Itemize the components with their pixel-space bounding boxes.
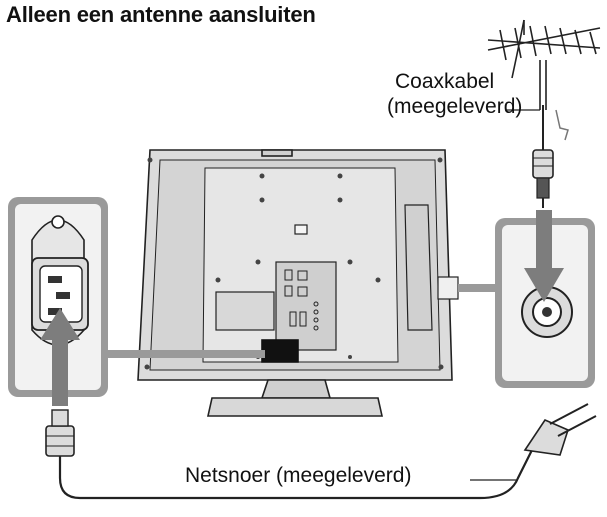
tv-rear-view	[137, 149, 459, 417]
antenna	[487, 19, 601, 110]
diagram-title: Alleen een antenne aansluiten	[6, 2, 316, 27]
coax-cable	[532, 105, 554, 208]
power-inlet-inset	[8, 197, 108, 397]
coax-cable-label-line2: (meegeleverd)	[387, 95, 523, 118]
inset-connector-left	[107, 350, 265, 358]
insert-arrow-down	[524, 210, 564, 302]
cable-down-arrow	[555, 109, 569, 141]
inset-connector-right	[458, 284, 498, 292]
mains-cable-label: Netsnoer (meegeleverd)	[185, 464, 412, 487]
insert-arrow-up	[40, 308, 80, 406]
mains-cable	[45, 403, 597, 500]
antenna-input-inset	[495, 218, 595, 388]
coax-cable-label-line1: Coaxkabel	[395, 70, 495, 93]
